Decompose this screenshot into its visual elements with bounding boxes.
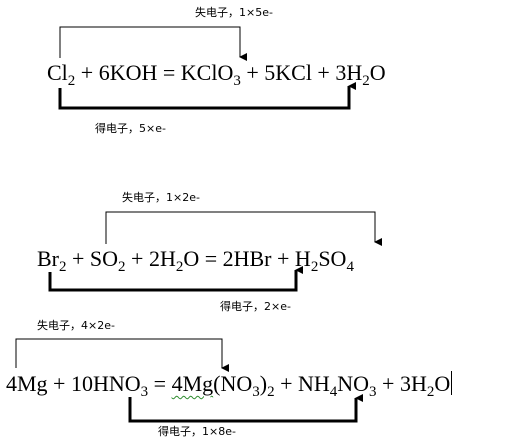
eq3-gain-label: 得电子，1×8e- (158, 425, 236, 438)
eq2-gain-bracket (48, 266, 303, 292)
equation-3: 4Mg + 10HNO3 = 4Mg(NO3)2 + NH4NO3 + 3H2O (6, 371, 453, 400)
eq1-lose-bracket (59, 26, 247, 61)
eq3-gain-bracket (128, 394, 363, 423)
equation-1: Cl2 + 6KOH = KClO3 + 5KCl + 3H2O (47, 60, 386, 89)
text-cursor (451, 371, 453, 395)
eq2-lose-bracket (105, 211, 382, 246)
eq3-lose-label: 失电子，4×2e- (37, 319, 115, 332)
eq2-lose-label: 失电子，1×2e- (122, 191, 200, 204)
eq2-gain-label: 得电子，2×e- (220, 300, 291, 313)
eq3-lose-bracket (15, 338, 229, 372)
eq1-gain-bracket (58, 82, 356, 110)
eq1-gain-label: 得电子，5×e- (95, 122, 166, 135)
equation-2: Br2 + SO2 + 2H2O = 2HBr + H2SO4 (37, 246, 354, 275)
eq1-lose-label: 失电子，1×5e- (195, 6, 273, 19)
